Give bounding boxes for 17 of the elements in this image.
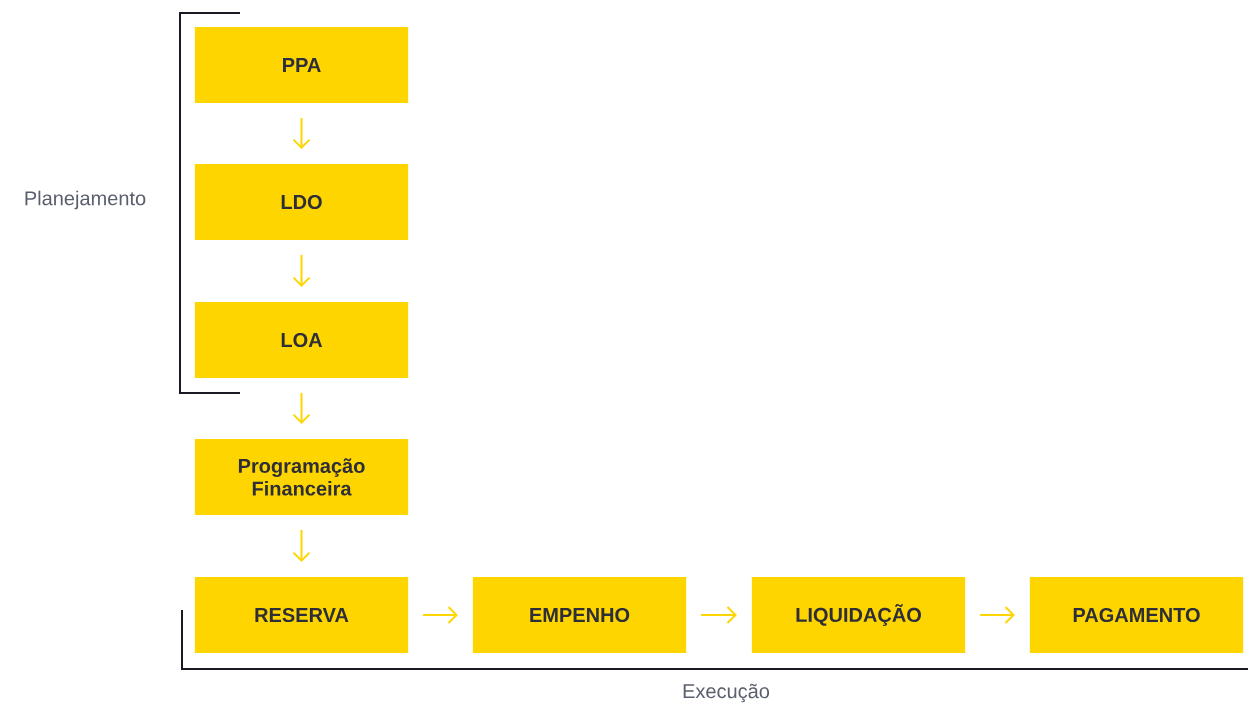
arrow [292,253,311,288]
process-box: EMPENHO [472,577,687,653]
process-box: LIQUIDAÇÃO [751,577,966,653]
process-box: LOA [194,302,409,378]
arrow [979,606,1015,624]
arrow [292,528,311,563]
bracket-label: Execução [683,683,770,703]
process-box: PPA [194,27,409,103]
arrow [292,391,311,425]
process-box: RESERVA [194,577,409,653]
process-box: PAGAMENTO [1029,577,1244,653]
process-box: Programação Financeira [194,439,409,515]
arrow [700,606,737,624]
bracket-label: Planejamento [25,190,146,210]
arrow [422,606,458,624]
arrow [292,116,311,150]
process-box: LDO [194,164,409,240]
